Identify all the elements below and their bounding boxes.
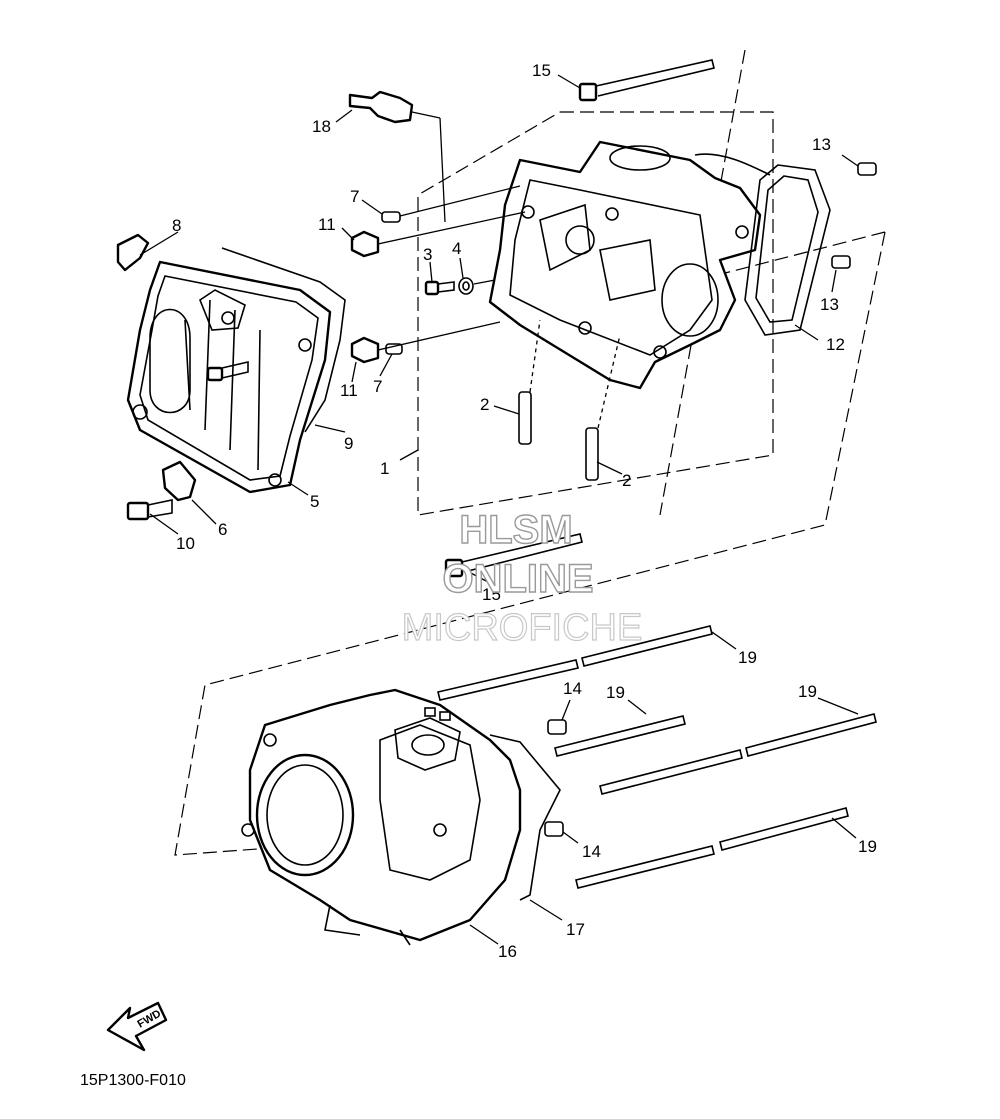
bracket-6 [161,460,197,502]
watermark-line-1: HLSM [459,508,572,552]
callout-18: 18 [312,117,331,136]
bracket-8 [116,233,150,272]
bolt-cover [206,360,249,382]
cylinder-head [488,140,762,390]
dowel-13-bottom [831,255,851,269]
dowel-7-top [381,185,521,223]
stud-19-b [554,715,686,757]
bolt-3 [424,280,455,296]
callout-13b: 13 [820,295,839,314]
callout-11a: 11 [318,215,336,234]
callout-13a: 13 [812,135,831,154]
nut-11-bottom [350,321,501,364]
callout-14b: 14 [582,842,601,861]
callout-15a: 15 [532,61,551,80]
callout-19a: 19 [738,648,757,667]
callout-2a: 2 [480,395,489,414]
cylinder-block-16 [241,688,522,946]
callout-7b: 7 [373,377,382,396]
callout-15b: 15 [482,585,501,604]
callout-10: 10 [176,534,195,553]
stud-19-c [599,713,877,795]
callout-19c: 19 [798,682,817,701]
watermark: HLSM ONLINE MICROFICHE [401,507,643,649]
stud-2-right [585,334,621,481]
callout-12: 12 [826,335,845,354]
callout-2b: 2 [622,471,631,490]
callout-3: 3 [423,245,432,264]
dowel-7-bottom [385,343,403,355]
washer-4 [458,277,496,295]
cylinder-gasket-17 [489,734,561,901]
head-gasket-12 [694,153,831,336]
callout-19b: 19 [606,683,625,702]
callout-11b: 11 [340,381,358,400]
bolt-15-top [578,59,715,102]
callout-4: 4 [452,239,461,258]
watermark-line-3: MICROFICHE [402,607,643,649]
watermark-line-2: ONLINE [442,557,593,601]
dowel-14-top [547,719,567,735]
callout-19d: 19 [858,837,877,856]
spark-plug-18 [348,90,446,223]
dowel-13-top [857,162,877,176]
bolt-10 [126,499,173,521]
callout-1: 1 [380,459,389,478]
dowel-14-bottom [544,821,564,837]
callout-5: 5 [310,492,319,511]
leader-lines [139,74,859,945]
callout-7a: 7 [350,187,359,206]
callout-8: 8 [172,216,181,235]
callout-17: 17 [566,920,585,939]
head-cover-gasket [221,247,346,433]
fwd-arrow: FWD [106,1001,168,1052]
stud-19-a [437,625,713,701]
nut-11-top [350,211,526,258]
callout-14a: 14 [563,679,582,698]
stud-2-left [518,319,541,445]
callout-9: 9 [344,434,353,453]
callout-labels: 15 18 13 8 7 11 3 4 13 12 11 7 2 9 1 2 5… [172,61,877,961]
callout-16: 16 [498,942,517,961]
stud-19-d [575,807,849,889]
bolt-15-lower [444,533,583,578]
figure-code: 15P1300-F010 [80,1072,186,1089]
callout-6: 6 [218,520,227,539]
